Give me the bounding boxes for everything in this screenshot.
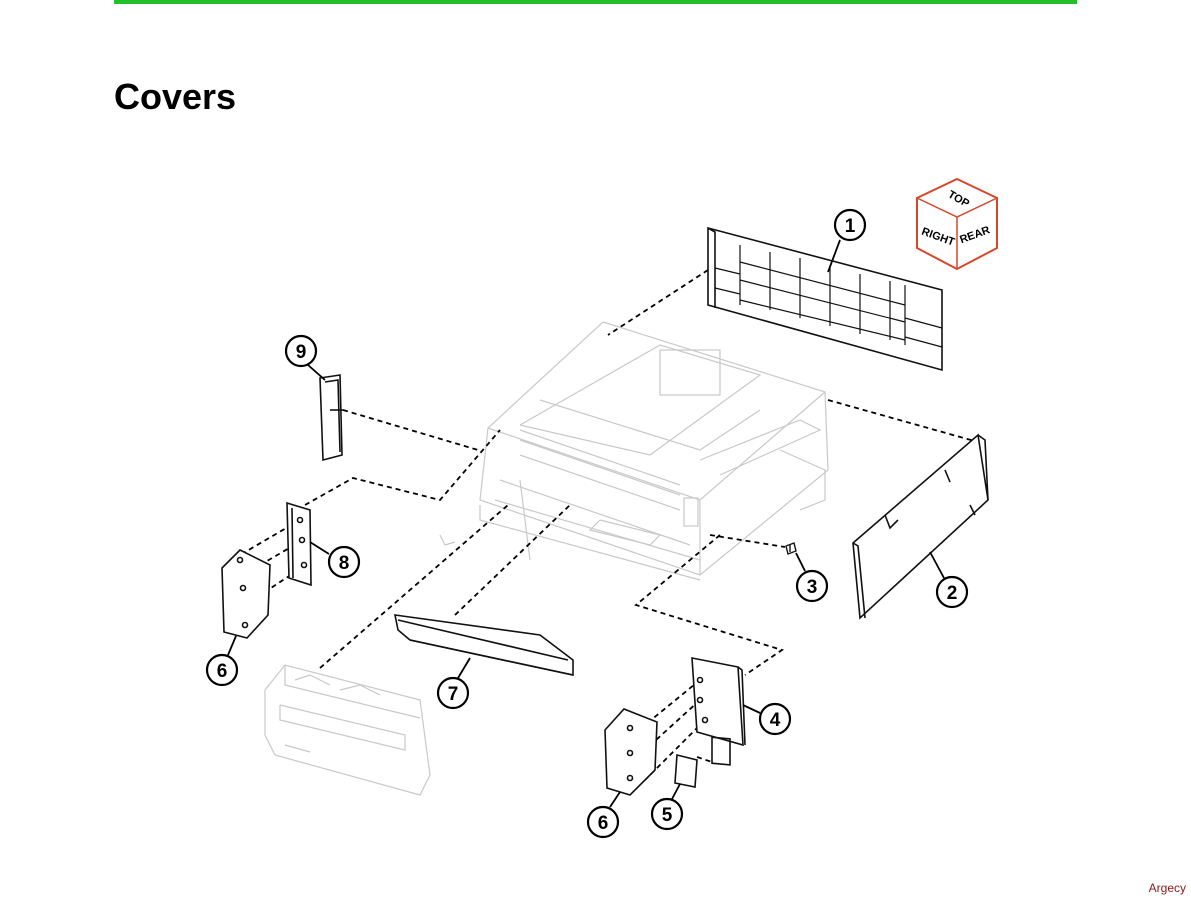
printer-frame: [439, 321, 829, 581]
callout-6-left: 6: [205, 635, 239, 687]
svg-text:6: 6: [217, 661, 228, 682]
svg-text:7: 7: [448, 684, 459, 705]
svg-text:6: 6: [598, 813, 609, 834]
svg-text:3: 3: [807, 577, 818, 598]
top-accent-rule: [114, 0, 1077, 4]
callout-4: 4: [742, 702, 792, 736]
small-cover: [674, 753, 698, 788]
callout-5: 5: [650, 783, 684, 831]
callout-6-right: 6: [586, 791, 621, 839]
controller-shield-plate: [691, 657, 746, 766]
right-cover: [852, 433, 989, 620]
left-front-plate: [286, 501, 312, 587]
svg-text:1: 1: [845, 216, 856, 237]
paper-tray: [264, 664, 431, 796]
callout-7: 7: [436, 657, 471, 710]
svg-text:8: 8: [339, 553, 350, 574]
svg-text:4: 4: [770, 710, 781, 731]
orientation-cube: TOP RIGHT REAR: [916, 177, 998, 271]
svg-text:5: 5: [662, 805, 673, 826]
callout-3: 3: [795, 552, 829, 603]
callout-1: 1: [827, 208, 867, 273]
callout-8: 8: [309, 541, 361, 579]
left-side-cover: [221, 549, 271, 639]
screw: [785, 542, 797, 555]
svg-text:2: 2: [947, 583, 958, 604]
callout-9: 9: [284, 334, 326, 381]
right-front-side-cover: [604, 708, 658, 796]
rear-cover: [707, 226, 943, 372]
callout-2: 2: [929, 551, 969, 609]
front-cover: [393, 614, 574, 676]
watermark: Argecy: [1148, 881, 1186, 895]
svg-text:9: 9: [296, 342, 307, 363]
callouts: 1 2 3 4 5 6 6: [205, 208, 969, 839]
left-rear-bracket: [319, 374, 343, 462]
page-title: Covers: [114, 76, 237, 117]
